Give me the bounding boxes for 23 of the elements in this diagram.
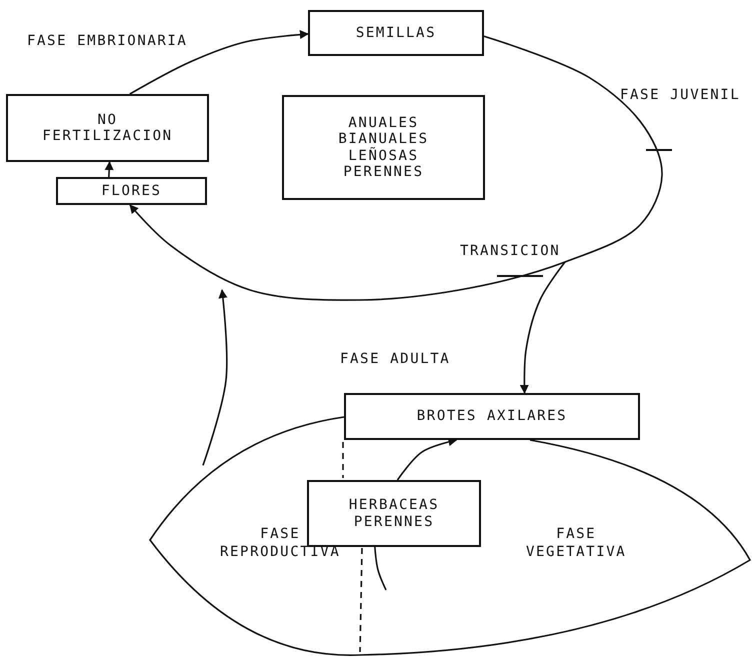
arrow — [129, 30, 309, 95]
phase-label: FASE EMBRIONARIA — [27, 33, 188, 49]
phase-label: TRANSICION — [460, 243, 560, 259]
box-label: HERBACEAS PERENNES — [348, 497, 440, 530]
arrow — [129, 35, 663, 301]
process-box — [308, 10, 484, 56]
arrow — [520, 262, 566, 394]
phase-label: FASE REPRODUCTIVA — [220, 525, 340, 562]
box-label: SEMILLAS — [356, 24, 436, 42]
phase-label: FASE ADULTA — [340, 351, 450, 367]
box-label: BROTES AXILARES — [416, 408, 568, 425]
process-box — [307, 480, 481, 547]
process-box — [56, 177, 207, 205]
process-box — [282, 95, 485, 200]
box-label: FLORES — [101, 182, 162, 200]
box-label: ANUALES BIANUALES LEÑOSAS PERENNES — [338, 115, 429, 180]
phase-label: FASE JUVENIL — [620, 87, 740, 103]
arrow — [202, 289, 228, 466]
process-box — [6, 94, 209, 162]
phase-label: FASE VEGETATIVA — [526, 525, 626, 562]
process-box — [344, 393, 640, 440]
box-label: NO FERTILIZACION — [42, 112, 173, 144]
arrow — [104, 161, 114, 178]
